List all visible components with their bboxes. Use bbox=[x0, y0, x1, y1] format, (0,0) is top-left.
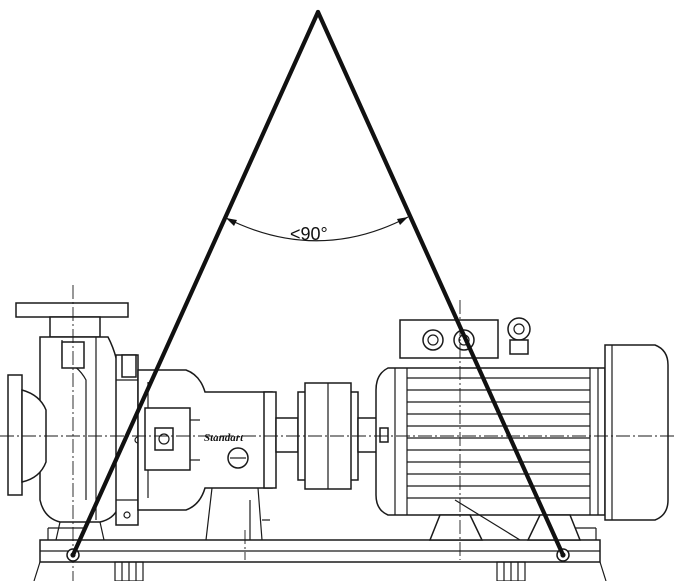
angle-label: <90° bbox=[290, 224, 328, 244]
lifting-slings bbox=[70, 9, 566, 558]
brand-label: Standart bbox=[204, 432, 244, 444]
electric-motor bbox=[375, 317, 669, 541]
base-frame bbox=[33, 527, 607, 581]
angle-annotation: <90° bbox=[225, 216, 409, 244]
right-sling bbox=[315, 9, 566, 558]
angle-arc bbox=[225, 216, 409, 242]
left-sling bbox=[70, 9, 321, 558]
pump-bearing-bracket: Standart bbox=[137, 369, 277, 541]
center-lines bbox=[0, 285, 675, 581]
angle-arrow-right bbox=[397, 217, 408, 225]
pump-casing bbox=[7, 302, 142, 541]
angle-arrow-left bbox=[226, 218, 237, 226]
